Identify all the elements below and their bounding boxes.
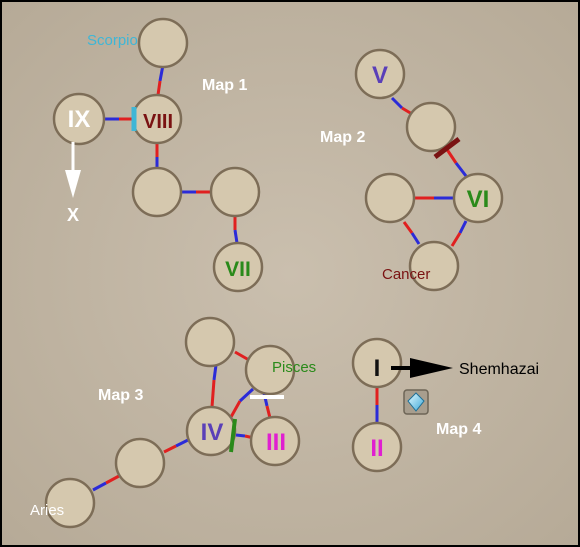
link-vi-cancer-a: [458, 220, 468, 234]
sign-label-aries: Aries: [30, 502, 64, 519]
link-iv-pisces-b: [238, 387, 255, 403]
node-map2-left[interactable]: [364, 172, 416, 224]
arrow-right-target: Shemhazai: [459, 361, 539, 378]
node-scorpio[interactable]: [137, 17, 189, 69]
node-map3-lower[interactable]: [114, 437, 166, 489]
node-vii[interactable]: [212, 241, 264, 293]
numeral-iii: III: [266, 429, 286, 456]
link-pisces-iii-b: [265, 405, 272, 419]
numeral-vi: VI: [467, 186, 490, 213]
link-top-iv-a: [212, 364, 218, 381]
node-cancer[interactable]: [408, 240, 460, 292]
node-i[interactable]: [351, 337, 403, 389]
numeral-i: I: [374, 355, 381, 382]
crystal-icon: [407, 392, 425, 412]
node-map1-lower-left[interactable]: [131, 166, 183, 218]
link-v-node-a: [390, 96, 404, 110]
node-map3-top[interactable]: [184, 316, 236, 368]
map-label-4: Map 4: [436, 421, 481, 438]
map-label-3: Map 3: [98, 387, 143, 404]
node-v[interactable]: [354, 48, 406, 100]
link-scorpio-viii-b: [156, 80, 162, 96]
map-label-1: Map 1: [202, 77, 247, 94]
arrow-down-icon: [65, 170, 81, 198]
nodes: [44, 17, 504, 529]
node-ix[interactable]: [52, 92, 106, 146]
arrow-right: [391, 358, 453, 378]
link-node-cancer-a: [402, 221, 414, 234]
node-vi[interactable]: [452, 172, 504, 224]
node-pisces[interactable]: [244, 344, 296, 396]
numeral-ii: II: [370, 435, 383, 462]
numeral-viii: VIII: [143, 111, 173, 133]
link-node-vii-b: [233, 229, 239, 244]
link-node-cancer-b: [410, 232, 421, 245]
link-iv-pisces-a: [229, 400, 242, 418]
crystal-item[interactable]: [403, 389, 429, 415]
sign-label-pisces: Pisces: [272, 359, 316, 376]
sign-label-scorpio: Scorpio: [87, 32, 138, 49]
link-iv-node-a: [175, 438, 189, 448]
numeral-ix: IX: [68, 106, 91, 133]
barrier-marker-darkred: [433, 137, 461, 159]
link-top-iv-b: [210, 379, 216, 408]
link-iv-iii-a: [235, 433, 246, 438]
link-node-aries-b: [92, 481, 107, 492]
arrow-right-icon: [410, 358, 453, 378]
sign-label-cancer: Cancer: [382, 266, 430, 283]
node-map2-middle[interactable]: [405, 101, 457, 153]
map-label-2: Map 2: [320, 129, 365, 146]
node-iii[interactable]: [249, 415, 301, 467]
node-map1-lower-right[interactable]: [209, 166, 261, 218]
link-node-vi-b: [454, 162, 468, 177]
node-aries[interactable]: [44, 477, 96, 529]
barriers: [131, 107, 461, 453]
arrow-down-target: X: [67, 205, 79, 225]
barrier-marker-green: [229, 418, 237, 453]
numeral-iv: IV: [201, 419, 224, 446]
link-iv-node-b: [163, 444, 177, 454]
numeral-vii: VII: [225, 258, 251, 281]
link-vi-cancer-b: [450, 232, 462, 247]
node-ii[interactable]: [351, 421, 403, 473]
numeral-v: V: [372, 62, 388, 89]
link-node-aries-a: [105, 474, 120, 485]
link-top-pisces-a: [234, 350, 250, 362]
arrow-down: [65, 142, 81, 198]
